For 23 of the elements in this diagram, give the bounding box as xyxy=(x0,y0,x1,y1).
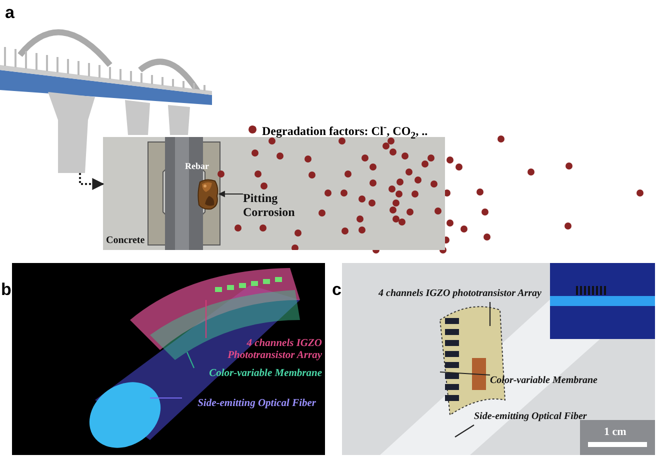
callout-text: 4 channels IGZO phototransistor Array xyxy=(377,288,542,300)
leader-line xyxy=(205,300,207,338)
leader-line xyxy=(440,371,490,376)
arrow xyxy=(79,173,104,190)
panel-label: c xyxy=(332,280,342,300)
leader-line xyxy=(150,397,182,399)
scale-label: 1 cm xyxy=(604,426,626,438)
concrete-section-picture xyxy=(103,137,445,250)
arrow xyxy=(218,190,243,198)
part-label: Rebar xyxy=(185,161,209,171)
leader-line xyxy=(489,302,491,326)
legend-text: Degradation factors: Cl$^{-}$, CO$_{2}$, .. xyxy=(262,122,428,142)
callout-text: Side-emitting Optical Fiber xyxy=(474,411,588,422)
callout-text: Color-variable Membrane xyxy=(490,375,598,386)
panel-label: a xyxy=(5,3,14,23)
leader-line xyxy=(454,424,474,438)
leader-line xyxy=(186,352,194,368)
callout-text: Side-emitting Optical Fiber xyxy=(196,398,316,410)
panel-label: b xyxy=(1,280,12,300)
callout-text: Pitting Corrosion xyxy=(243,192,296,220)
part-label: Concrete xyxy=(106,235,145,246)
callout-text: Color-variable Membrane xyxy=(208,368,322,380)
callout-text: 4 channels IGZO Phototransistor Array xyxy=(226,338,322,362)
